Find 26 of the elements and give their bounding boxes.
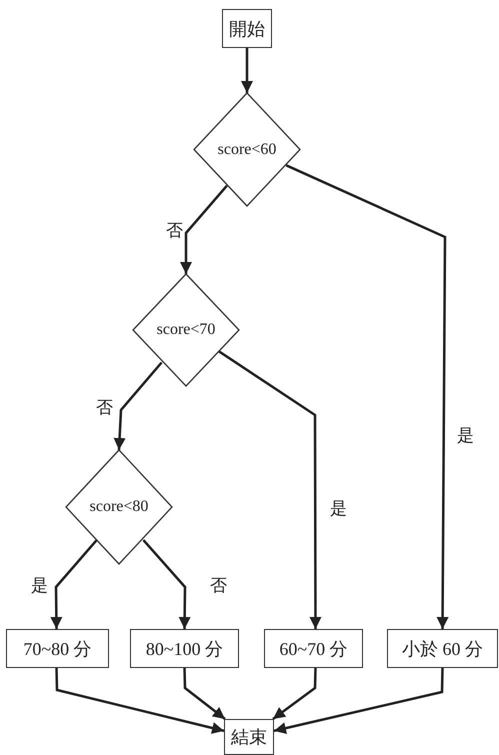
process-box: 70~80 分 (6, 629, 109, 668)
arrow (286, 164, 449, 629)
arrow (183, 668, 226, 720)
arrow (272, 668, 317, 720)
decision-diamond: score<60 (194, 93, 300, 206)
edge-label: 否 (95, 399, 114, 417)
decision-diamond: score<80 (66, 450, 172, 564)
process-box: 80~100 分 (130, 629, 239, 668)
edge-label: 否 (209, 577, 228, 595)
edge-label: 是 (456, 427, 475, 445)
edge-label: 是 (329, 500, 348, 518)
arrow (142, 539, 191, 630)
arrow (241, 48, 253, 93)
arrow (218, 350, 322, 629)
edge-label: 否 (165, 222, 184, 240)
arrow (274, 668, 444, 734)
arrow (180, 184, 228, 274)
edge-label: 是 (30, 577, 49, 595)
arrow (55, 668, 224, 734)
decision-diamond: score<70 (133, 274, 239, 386)
arrow (50, 539, 98, 630)
process-box: 小於 60 分 (387, 629, 498, 668)
arrow (114, 362, 163, 450)
terminal-box: 結束 (224, 719, 274, 755)
process-box: 60~70 分 (264, 629, 363, 668)
terminal-box: 開始 (222, 9, 272, 48)
